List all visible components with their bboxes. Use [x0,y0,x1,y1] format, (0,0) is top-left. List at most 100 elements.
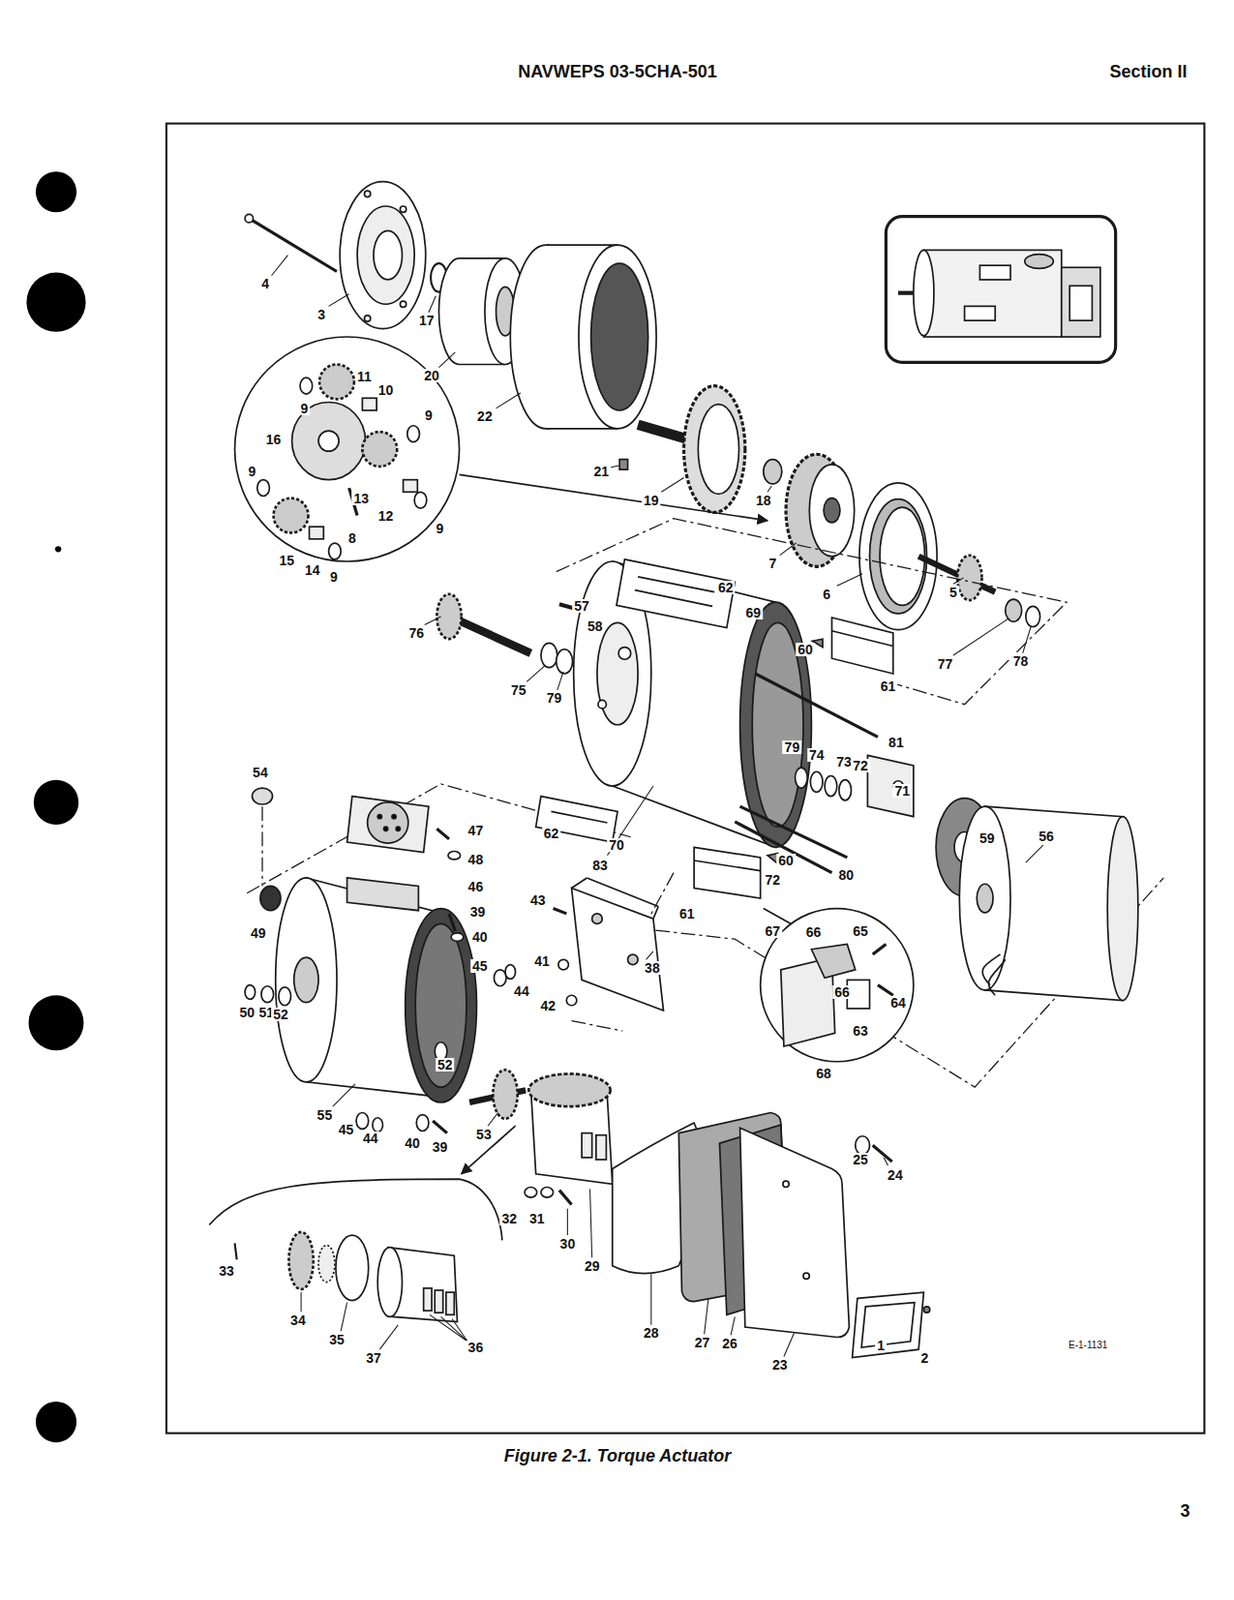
end-plate [363,190,370,197]
callout-number: 58 [585,619,605,633]
receptacle [395,826,400,831]
motor-shaft [556,649,573,674]
receptacle [449,913,455,932]
bracket [571,877,588,889]
detail-circle [361,431,397,467]
callout-number: 22 [475,409,495,423]
alternate-potentiometer [446,1292,454,1315]
spacer-ring [824,775,838,796]
gear-housing [578,244,657,429]
inset-assembled-view [964,305,996,321]
inset-assembled-view [885,216,1115,363]
bracket [553,908,568,914]
callout-number: 35 [327,1332,347,1347]
callout-number: 7 [766,556,779,571]
inset-assembled-view [1061,267,1101,337]
callout-number: 19 [641,493,662,508]
receptacle [347,796,429,853]
callout-number: 16 [264,432,284,447]
callout-number: 44 [511,984,532,998]
leader-line [730,1316,735,1335]
callout-number: 68 [813,1066,834,1081]
callout-number: 62 [716,580,736,595]
washer [432,1120,448,1134]
punch-hole [33,780,79,825]
leader-line [953,577,964,584]
cover-assembly [612,1113,931,1358]
receptacle [377,814,382,819]
detail-circle [235,336,460,562]
callout-number: 12 [376,509,396,523]
callout-number: 36 [466,1340,486,1355]
callout-number: 63 [850,1023,871,1038]
potentiometer [528,1073,610,1107]
leader-line [451,1319,468,1342]
nameplate [637,576,715,593]
alternate-potentiometer [335,1234,369,1300]
leader-line [300,1292,302,1312]
inset-assembled-view [1024,254,1054,270]
callout-number: 8 [346,531,359,545]
callout-number: 81 [886,735,906,750]
callout-number: 59 [977,831,997,845]
callout-number: 39 [468,904,488,919]
cover-assembly [803,1272,810,1279]
alternate-potentiometer [318,1245,335,1283]
receptacle [367,802,409,843]
detail-circle [309,526,325,540]
callout-number: 28 [641,1325,662,1340]
ring-gear [870,499,928,614]
bracket [566,994,577,1006]
end-plate [363,315,370,322]
callout-number: 9 [434,521,447,536]
callout-number: 44 [361,1131,381,1145]
leader-line [379,1324,398,1350]
connector-housing [405,908,478,1103]
alternate-potentiometer [423,1288,432,1311]
callout-number: 21 [591,464,611,479]
cover-assembly [872,1144,893,1162]
callout-number: 3 [315,307,328,322]
leader-line [429,1314,468,1341]
callout-number: 53 [474,1127,494,1142]
callout-number: 50 [237,1005,257,1020]
leader-line [526,665,545,683]
motor [959,806,1139,1000]
potentiometer [524,1186,538,1198]
switch-block [831,631,893,647]
washer [356,1113,369,1130]
callout-number: 40 [402,1136,422,1150]
end-plate [339,181,426,330]
bearing [459,257,506,260]
cover-assembly [923,1306,930,1313]
callout-number: 61 [878,679,899,693]
leader-line [883,1157,888,1166]
leader-line [704,1297,709,1334]
callout-number: 41 [532,954,552,968]
nameplate [536,796,618,843]
nameplate [550,811,607,823]
leader-line [496,392,521,409]
receptacle [436,828,450,840]
callout-number: 6 [820,587,833,602]
detail-circle [407,425,421,443]
callout-number: 38 [642,961,663,975]
callout-number: 9 [246,464,259,479]
callout-number: 33 [216,1264,237,1278]
drawing-number: E-1-1131 [1066,1340,1110,1351]
main-housing [598,699,606,708]
leader-line [767,485,772,492]
callout-number: 30 [558,1236,578,1251]
callout-number: 62 [541,826,562,841]
leader-line [783,1332,795,1356]
spacer-ring [795,767,809,788]
receptacle [448,851,461,860]
dash-line [571,1021,624,1032]
callout-number: 49 [248,926,269,940]
detail-circle [319,363,355,399]
cover-assembly [852,1292,925,1357]
callout-number: 79 [782,740,803,754]
detail-circle [877,985,894,996]
callout-number: 78 [1011,654,1031,668]
switch-block [867,754,913,816]
